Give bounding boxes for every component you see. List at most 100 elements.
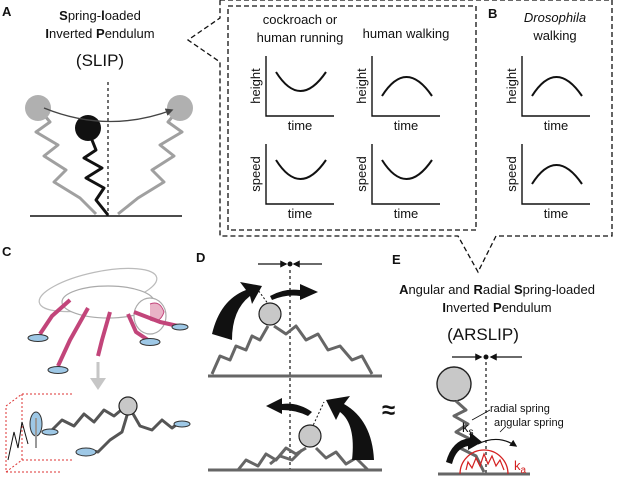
inset-slip-plots-box [227, 5, 477, 231]
model-body-mass [118, 396, 138, 416]
panel-a-title-line2: Inverted Pendulum [45, 26, 154, 41]
ks-label: ks [462, 420, 474, 438]
height-curve-valley [275, 71, 327, 92]
foot-contact-pad [171, 323, 189, 331]
model-body-mass [298, 424, 322, 448]
fly-leg [133, 310, 179, 328]
x-axis-label: time [544, 206, 569, 221]
y-axis-label: height [354, 68, 369, 104]
leg-spring [273, 324, 374, 375]
angular-spring-arc [459, 449, 509, 475]
x-axis-label: time [394, 206, 419, 221]
speed-curve-hill [531, 164, 583, 185]
radial-spring-label: radial spring [490, 403, 550, 415]
foot-contact-pad [41, 428, 59, 436]
leg-spring [236, 446, 307, 471]
leg-spring [130, 411, 181, 432]
fly-spring-model [41, 396, 191, 457]
approx-symbol: ≈ [382, 397, 395, 424]
torque-arrow-small [270, 284, 318, 300]
perspective-box [5, 393, 72, 473]
y-axis-label: height [248, 68, 263, 104]
plot-axes [265, 56, 334, 117]
panel-a-right-spring [117, 109, 184, 216]
model-body-mass [258, 302, 282, 326]
x-axis-label: time [544, 118, 569, 133]
fly-illustration [27, 267, 189, 374]
col1-header-line2: human running [257, 30, 344, 45]
y-axis-label: speed [354, 156, 369, 191]
y-axis-label: speed [504, 156, 519, 191]
plot-running-height: height time [248, 56, 334, 133]
model-body-mass [436, 366, 472, 402]
panel-e-title-line2: Inverted Pendulum [442, 300, 551, 315]
angular-spring-coil [465, 452, 505, 471]
x-axis-label: time [394, 118, 419, 133]
radial-spring-leader [471, 409, 491, 421]
inset-slip-plots: cockroach or human running human walking… [248, 12, 449, 221]
panel-b-header-species: Drosophila [524, 10, 586, 25]
y-axis-label: height [504, 68, 519, 104]
col1-header-line1: cockroach or [263, 12, 338, 27]
panel-e-letter: E [392, 252, 401, 267]
plot-walking-height: height time [354, 56, 440, 133]
panel-a-title-line1: Spring-loaded [59, 8, 141, 23]
panel-d-letter: D [196, 250, 205, 265]
height-curve-hill [381, 76, 433, 97]
plot-drosophila-height: height time [504, 56, 590, 133]
panel-c-letter: C [2, 244, 12, 259]
angular-spring-arrow [477, 438, 518, 447]
panel-a-acronym: (SLIP) [76, 51, 124, 70]
x-axis-label: time [288, 206, 313, 221]
panel-a-center-mass [75, 115, 101, 141]
panel-b-letter: B [488, 6, 497, 21]
panel-b-header-walking: walking [532, 28, 576, 43]
panel-a-left-mass [25, 95, 51, 121]
speed-curve-valley [381, 159, 433, 180]
panel-e-title-line1: Angular and Radial Spring-loaded [399, 282, 595, 297]
transform-arrow-head [90, 378, 106, 390]
foot-contact-pad [139, 338, 161, 346]
angular-spring-leader [499, 425, 507, 433]
angular-spring-label: angular spring [494, 417, 564, 429]
panel-a: A Spring-loaded Inverted Pendulum (SLIP) [2, 4, 193, 217]
panel-a-center-spring [82, 134, 110, 216]
y-axis-label: speed [248, 156, 263, 191]
foot-contact-pad [47, 366, 69, 374]
leg-spring [269, 448, 304, 466]
panel-e-acronym: (ARSLIP) [447, 325, 519, 344]
torque-arrow-large [212, 282, 262, 340]
plot-axes [521, 144, 590, 205]
plot-walking-speed: speed time [354, 144, 440, 221]
leg-spring [50, 404, 127, 432]
panel-b: B Drosophila walking height time speed t… [488, 6, 590, 221]
fly-leg [56, 307, 90, 367]
fly-leg [96, 311, 112, 357]
plot-axes [371, 56, 440, 117]
panel-a-trajectory-arrow [43, 107, 174, 123]
leg-spring [210, 325, 270, 375]
height-curve-hill [531, 76, 583, 97]
torque-arrow-large [326, 396, 374, 460]
speech-bubble-outline [186, 0, 613, 274]
plot-axes [371, 144, 440, 205]
speed-curve-valley [275, 159, 327, 180]
foot-contact-pad [27, 334, 49, 342]
panel-a-right-mass [167, 95, 193, 121]
box-spring-trace [7, 421, 29, 461]
pivot-point [287, 261, 293, 267]
pivot-point [483, 354, 489, 360]
fly-leg [38, 298, 72, 336]
foot-contact-pad [75, 447, 97, 457]
plot-axes [521, 56, 590, 117]
panel-a-left-spring [34, 109, 98, 216]
foot-contact-pad [173, 420, 191, 428]
plot-axes [265, 144, 334, 205]
panel-d-upper-model [208, 282, 382, 378]
leg-spring [87, 411, 130, 454]
plot-running-speed: speed time [248, 144, 334, 221]
panel-d: D [196, 250, 382, 472]
panel-c: C [2, 244, 191, 473]
panel-e: E Angular and Radial Spring-loaded Inver… [382, 252, 595, 476]
